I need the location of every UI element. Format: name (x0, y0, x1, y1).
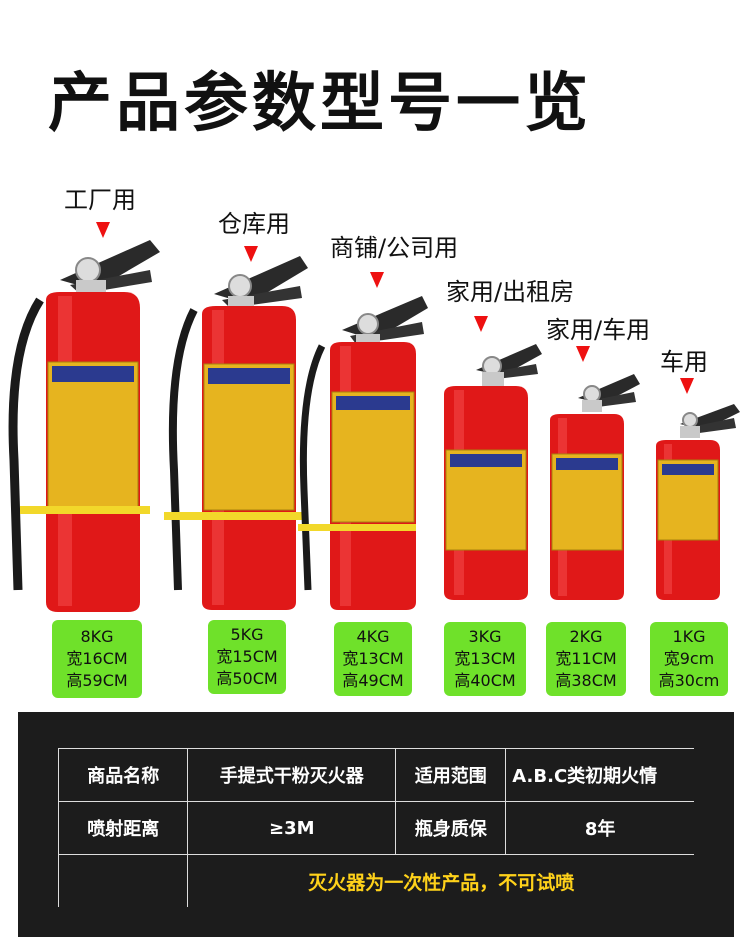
table-value-scope: A.B.C类初期火情 (505, 748, 694, 802)
spec-width: 宽15CM (216, 647, 278, 666)
extinguisher-8kg-image (8, 240, 160, 612)
table-row: 商品名称 手提式干粉灭火器 适用范围 A.B.C类初期火情 (57, 748, 694, 802)
arrow-down-icon (244, 246, 258, 262)
spec-width: 宽11CM (555, 649, 617, 668)
arrow-down-icon (96, 222, 110, 238)
spec-weight: 8KG (80, 627, 114, 646)
spec-card-5kg: 5KG 宽15CM 高50CM (208, 620, 286, 694)
table-value-spray-distance: ≥3M (187, 801, 396, 855)
table-value-warranty: 8年 (505, 801, 694, 855)
spec-width: 宽9cm (663, 649, 715, 668)
spec-card-3kg: 3KG 宽13CM 高40CM (444, 622, 526, 696)
arrow-down-icon (370, 272, 384, 288)
table-key-spray-distance: 喷射距离 (57, 801, 188, 855)
extinguisher-3kg-image (444, 344, 542, 600)
spec-weight: 2KG (569, 627, 603, 646)
spec-height: 高59CM (66, 671, 128, 690)
table-key-scope: 适用范围 (395, 748, 506, 802)
table-row: 喷射距离 ≥3M 瓶身质保 8年 (57, 801, 694, 855)
spec-height: 高49CM (342, 671, 404, 690)
spec-weight: 4KG (356, 627, 390, 646)
spec-weight: 3KG (468, 627, 502, 646)
table-key-product-name: 商品名称 (57, 748, 188, 802)
spec-width: 宽13CM (454, 649, 516, 668)
table-key-warranty: 瓶身质保 (395, 801, 506, 855)
extinguisher-4kg-image (298, 296, 428, 610)
table-empty-cell (57, 854, 188, 907)
use-label-5kg: 仓库用 (218, 210, 290, 238)
spec-height: 高30cm (658, 671, 720, 690)
use-label-3kg: 家用/出租房 (446, 278, 575, 306)
use-label-8kg: 工厂用 (64, 186, 136, 214)
page-title: 产品参数型号一览 (48, 67, 592, 141)
spec-card-1kg: 1KG 宽9cm 高30cm (650, 622, 728, 696)
extinguisher-1kg-image (656, 404, 740, 600)
use-label-1kg: 车用 (660, 348, 708, 376)
parameter-table: 商品名称 手提式干粉灭火器 适用范围 A.B.C类初期火情 喷射距离 ≥3M 瓶… (57, 748, 694, 907)
spec-width: 宽13CM (342, 649, 404, 668)
table-row: 灭火器为一次性产品，不可试喷 (57, 854, 694, 907)
spec-weight: 1KG (672, 627, 706, 646)
spec-height: 高38CM (555, 671, 617, 690)
extinguisher-2kg-image (550, 374, 640, 600)
spec-card-4kg: 4KG 宽13CM 高49CM (334, 622, 412, 696)
use-label-4kg: 商铺/公司用 (330, 234, 459, 262)
spec-height: 高40CM (454, 671, 516, 690)
spec-height: 高50CM (216, 669, 278, 688)
spec-weight: 5KG (230, 625, 264, 644)
arrow-down-icon (680, 378, 694, 394)
arrow-down-icon (474, 316, 488, 332)
use-label-2kg: 家用/车用 (546, 316, 651, 344)
spec-card-2kg: 2KG 宽11CM 高38CM (546, 622, 626, 696)
extinguisher-5kg-image (164, 256, 308, 610)
arrow-down-icon (576, 346, 590, 362)
spec-width: 宽16CM (66, 649, 128, 668)
spec-card-8kg: 8KG 宽16CM 高59CM (52, 620, 142, 698)
warning-text: 灭火器为一次性产品，不可试喷 (187, 854, 694, 907)
table-value-product-name: 手提式干粉灭火器 (187, 748, 396, 802)
